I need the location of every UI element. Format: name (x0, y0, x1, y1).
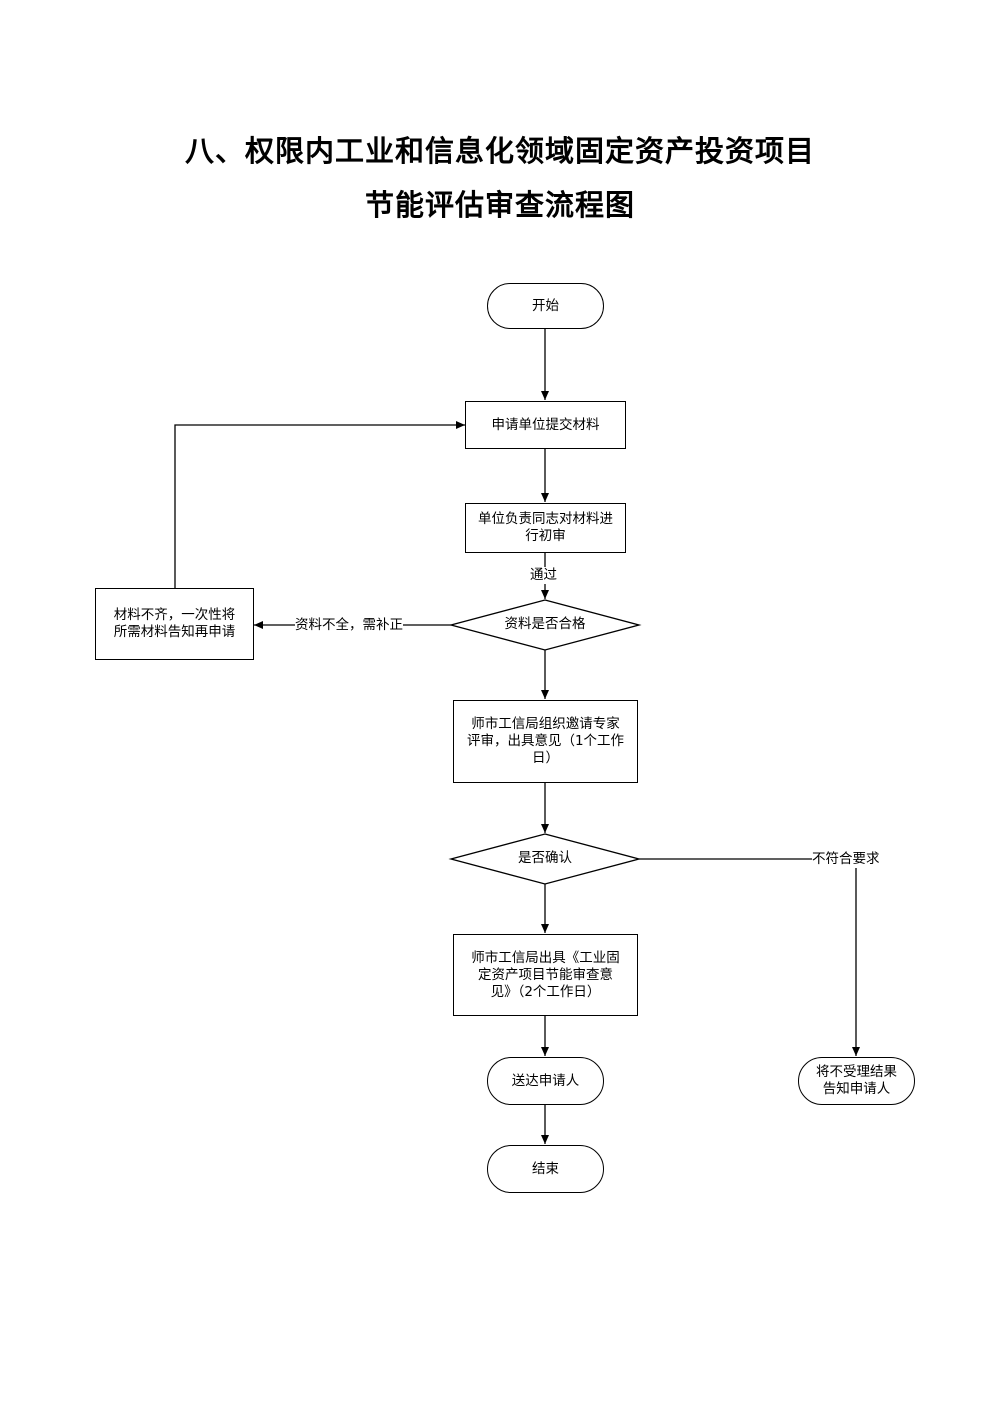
end-terminal: 结束 (487, 1145, 604, 1193)
edge-label-incomplete: 资料不全，需补正 (295, 617, 403, 634)
start-terminal: 开始 (487, 283, 604, 329)
page-subtitle: 节能评估审查流程图 (364, 188, 635, 222)
arrow-confirm-to-reject (639, 858, 860, 1056)
deliver-terminal: 送达申请人 (487, 1057, 604, 1105)
page-title: 八、权限内工业和信息化领域固定资产投资项目 (184, 134, 815, 168)
expert-review-box: 师市工信局组织邀请专家 评审，出具意见（1个工作 日） (453, 700, 638, 783)
submit-materials-box: 申请单位提交材料 (465, 401, 626, 449)
reject-notice-terminal: 将不受理结果 告知申请人 (798, 1057, 915, 1105)
edge-label-pass: 通过 (530, 567, 557, 584)
decision-diamond-confirm (448, 833, 642, 885)
edge-label-not-meet: 不符合要求 (812, 851, 880, 868)
initial-review-box: 单位负责同志对材料进 行初审 (465, 503, 626, 553)
decision-confirm-label: 是否确认 (518, 850, 572, 866)
issue-opinion-box: 师市工信局出具《工业固 定资产项目节能审查意 见》（2个工作日） (453, 934, 638, 1016)
decision-materials-label: 资料是否合格 (504, 616, 586, 632)
arrow-incomplete-to-submit (174, 421, 465, 588)
incomplete-materials-box: 材料不齐，一次性将 所需材料告知再申请 (95, 588, 254, 660)
decision-diamond-materials (448, 599, 642, 651)
